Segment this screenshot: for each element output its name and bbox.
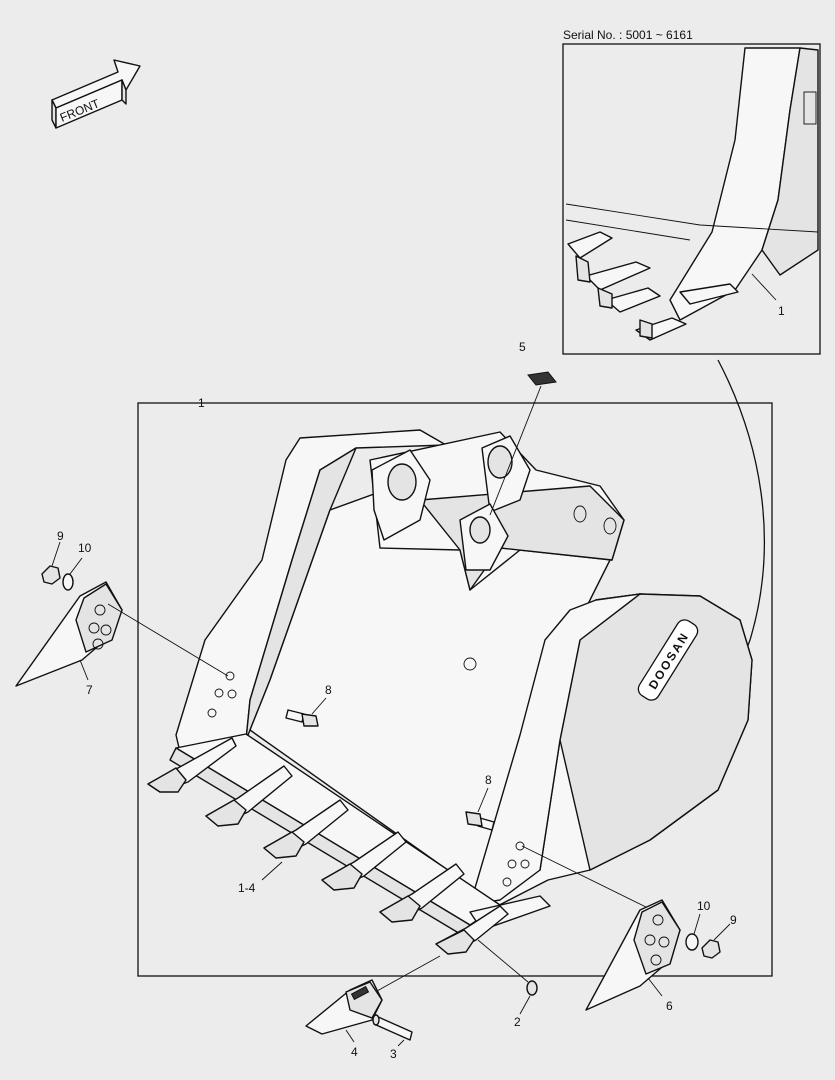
leader-right-bolt [521,845,649,909]
callout-9b: 9 [730,913,737,927]
tooth-2 [205,765,293,827]
leader-left-bolt [107,603,229,677]
callout-3: 3 [390,1047,397,1061]
leader-1-4 [261,861,283,881]
nut-left: 9 [41,529,64,585]
callout-10b: 10 [697,899,711,913]
side-cutter-right: 6 [585,899,681,1013]
washer-right: 10 [685,899,711,951]
front-arrow-icon: FRONT [51,59,141,129]
nut-right: 9 [701,913,737,959]
bolt-8-left: 8 [285,683,332,727]
tooth-5 [379,863,465,923]
serial-number-label: Serial No. : 5001 ~ 6161 [563,28,693,42]
leader-tooth-detail [367,955,441,997]
callout-1-4: 1-4 [238,881,256,895]
bucket-body: DOOSAN [169,429,753,936]
tooth-3 [263,799,349,859]
callout-5: 5 [519,340,526,354]
callout-8b: 8 [485,773,492,787]
callout-6: 6 [666,999,673,1013]
callout-4: 4 [351,1045,358,1059]
bucket-teeth [147,737,509,955]
side-cutter-left: 7 [15,581,123,697]
bolt-8-right: 8 [465,773,495,831]
callout-2: 2 [514,1015,521,1029]
callout-7: 7 [86,683,93,697]
tooth-1 [147,737,237,793]
callout-10a: 10 [78,541,92,555]
decal-part-5: 5 [489,340,557,516]
tooth-part-4: 4 [305,979,383,1059]
retainer-part-2: 2 [477,939,538,1029]
inset-detail: 1 [562,43,821,355]
callout-inset-1: 1 [778,304,785,318]
brand-plate [637,619,699,701]
washer-left: 10 [62,541,92,591]
assembly-box [137,402,773,977]
callout-1: 1 [198,396,205,410]
callout-9a: 9 [57,529,64,543]
tooth-6 [435,905,509,955]
callout-8a: 8 [325,683,332,697]
pin-part-3: 3 [372,1014,413,1061]
tooth-4 [321,831,407,891]
